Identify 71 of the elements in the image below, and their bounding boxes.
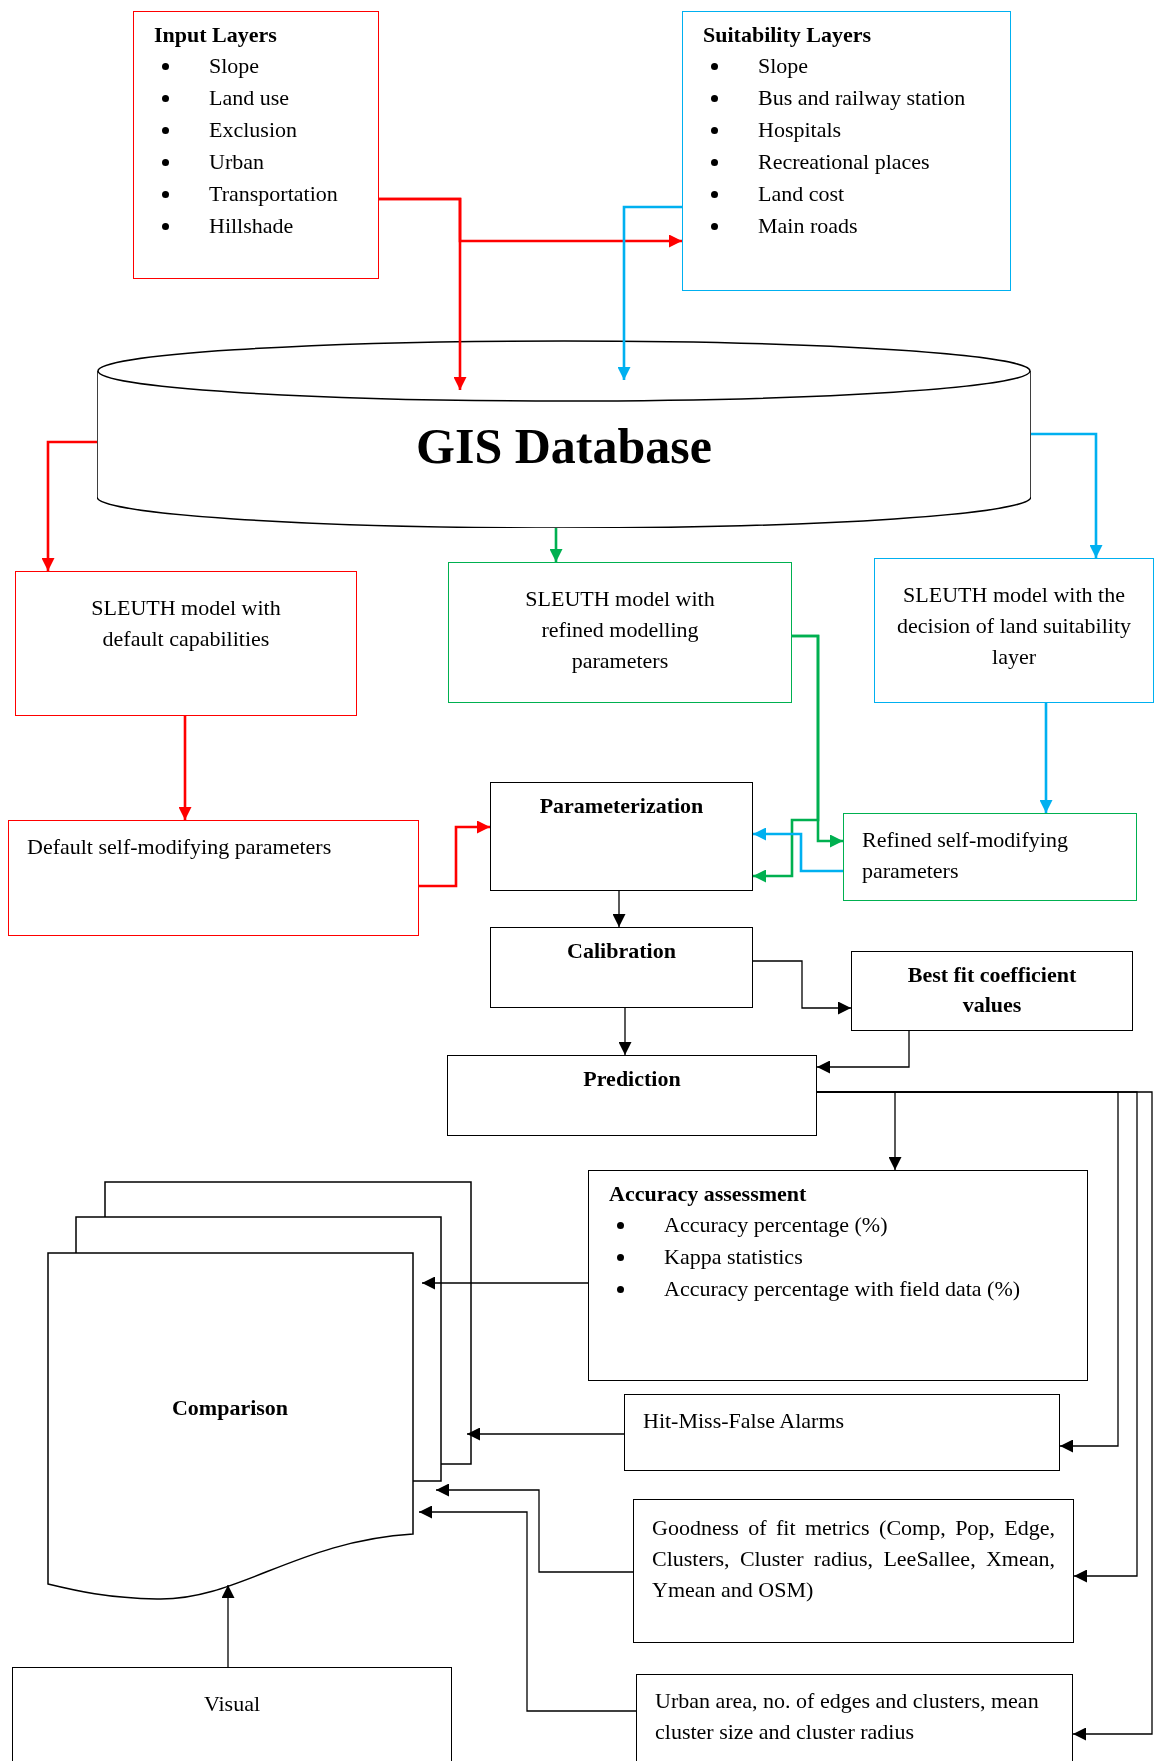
connector-arrow — [1039, 703, 1053, 813]
multi-document-shape — [47, 1181, 472, 1601]
connector-arrow — [379, 197, 682, 248]
connector-arrow — [549, 528, 563, 562]
connector-arrow — [418, 1505, 637, 1712]
connector-arrow — [419, 820, 490, 888]
box-text: Hit-Miss-False Alarms — [643, 1407, 846, 1435]
list-item: Kappa statistics — [664, 1243, 803, 1271]
connector-arrow — [41, 440, 97, 571]
box-text: SLEUTH model with the decision of land suitability layer — [896, 581, 1132, 671]
connector-arrow — [421, 1276, 589, 1290]
list-item: Exclusion — [209, 116, 297, 144]
list-item: Slope — [758, 52, 809, 80]
list-item: Slope — [209, 52, 260, 80]
list-box — [133, 11, 379, 279]
connector-arrow — [617, 205, 682, 380]
box-heading: Input Layers — [154, 21, 278, 49]
connector-arrow — [1031, 432, 1103, 558]
process-box — [8, 820, 419, 936]
list-item: Hillshade — [209, 212, 294, 240]
connector-arrow — [753, 827, 843, 873]
box-text: SLEUTH model with default capabilities — [90, 594, 282, 653]
list-item: Accuracy percentage (%) — [664, 1211, 888, 1239]
box-text: Prediction — [582, 1065, 682, 1093]
connector-arrow — [612, 890, 626, 928]
list-item: Bus and railway station — [758, 84, 966, 112]
box-text: Visual — [202, 1690, 262, 1718]
process-box — [12, 1667, 452, 1761]
connector-arrow — [752, 960, 852, 1015]
process-box — [490, 927, 753, 1008]
process-box — [490, 782, 753, 891]
process-box — [15, 571, 357, 716]
connector-arrow — [466, 1427, 625, 1441]
list-item: Recreational places — [758, 148, 930, 176]
process-box — [874, 558, 1154, 703]
process-box — [843, 813, 1137, 901]
box-text: Best fit coefficient values — [906, 961, 1078, 1019]
box-text: Calibration — [566, 937, 677, 965]
process-box — [624, 1394, 1060, 1471]
list-item: Urban — [209, 148, 264, 176]
list-item: Transportation — [209, 180, 338, 208]
connector-arrow — [221, 1584, 235, 1668]
box-text: Goodness of fit metrics (Comp, Pop, Edge, Clusters, Cluster radius, LeeSallee, Xmean, Ymean and OSM) — [652, 1514, 1055, 1604]
box-text: SLEUTH model with refined modelling parameters — [524, 585, 716, 675]
list-item: Accuracy percentage with field data (%) — [664, 1275, 1021, 1303]
process-box — [448, 562, 792, 703]
box-text: Urban area, no. of edges and clusters, mean cluster size and cluster radius — [655, 1687, 1040, 1746]
connector-arrow — [816, 1091, 1153, 1741]
box-text: Default self-modifying parameters — [27, 833, 333, 861]
connector-arrow — [753, 634, 820, 883]
box-text: Refined self-modifying parameters — [862, 826, 1069, 885]
database-label: GIS Database — [415, 417, 713, 476]
connector-arrow — [435, 1483, 634, 1573]
connector-arrow — [618, 1007, 632, 1056]
list-item: Land cost — [758, 180, 845, 208]
list-box — [682, 11, 1011, 291]
database-cylinder — [97, 340, 1031, 528]
list-item: Hospitals — [758, 116, 842, 144]
list-box — [588, 1170, 1088, 1381]
box-text: Parameterization — [538, 792, 705, 820]
connector-arrow — [816, 1030, 910, 1074]
list-item: Main roads — [758, 212, 858, 240]
process-box — [447, 1055, 817, 1136]
box-heading: Accuracy assessment — [609, 1180, 808, 1208]
connector-arrow — [178, 716, 192, 820]
process-box — [851, 951, 1133, 1031]
document-label: Comparison — [170, 1394, 290, 1422]
box-heading: Suitability Layers — [703, 21, 873, 49]
process-box — [636, 1674, 1073, 1761]
process-box — [633, 1499, 1074, 1643]
list-item: Land use — [209, 84, 290, 112]
